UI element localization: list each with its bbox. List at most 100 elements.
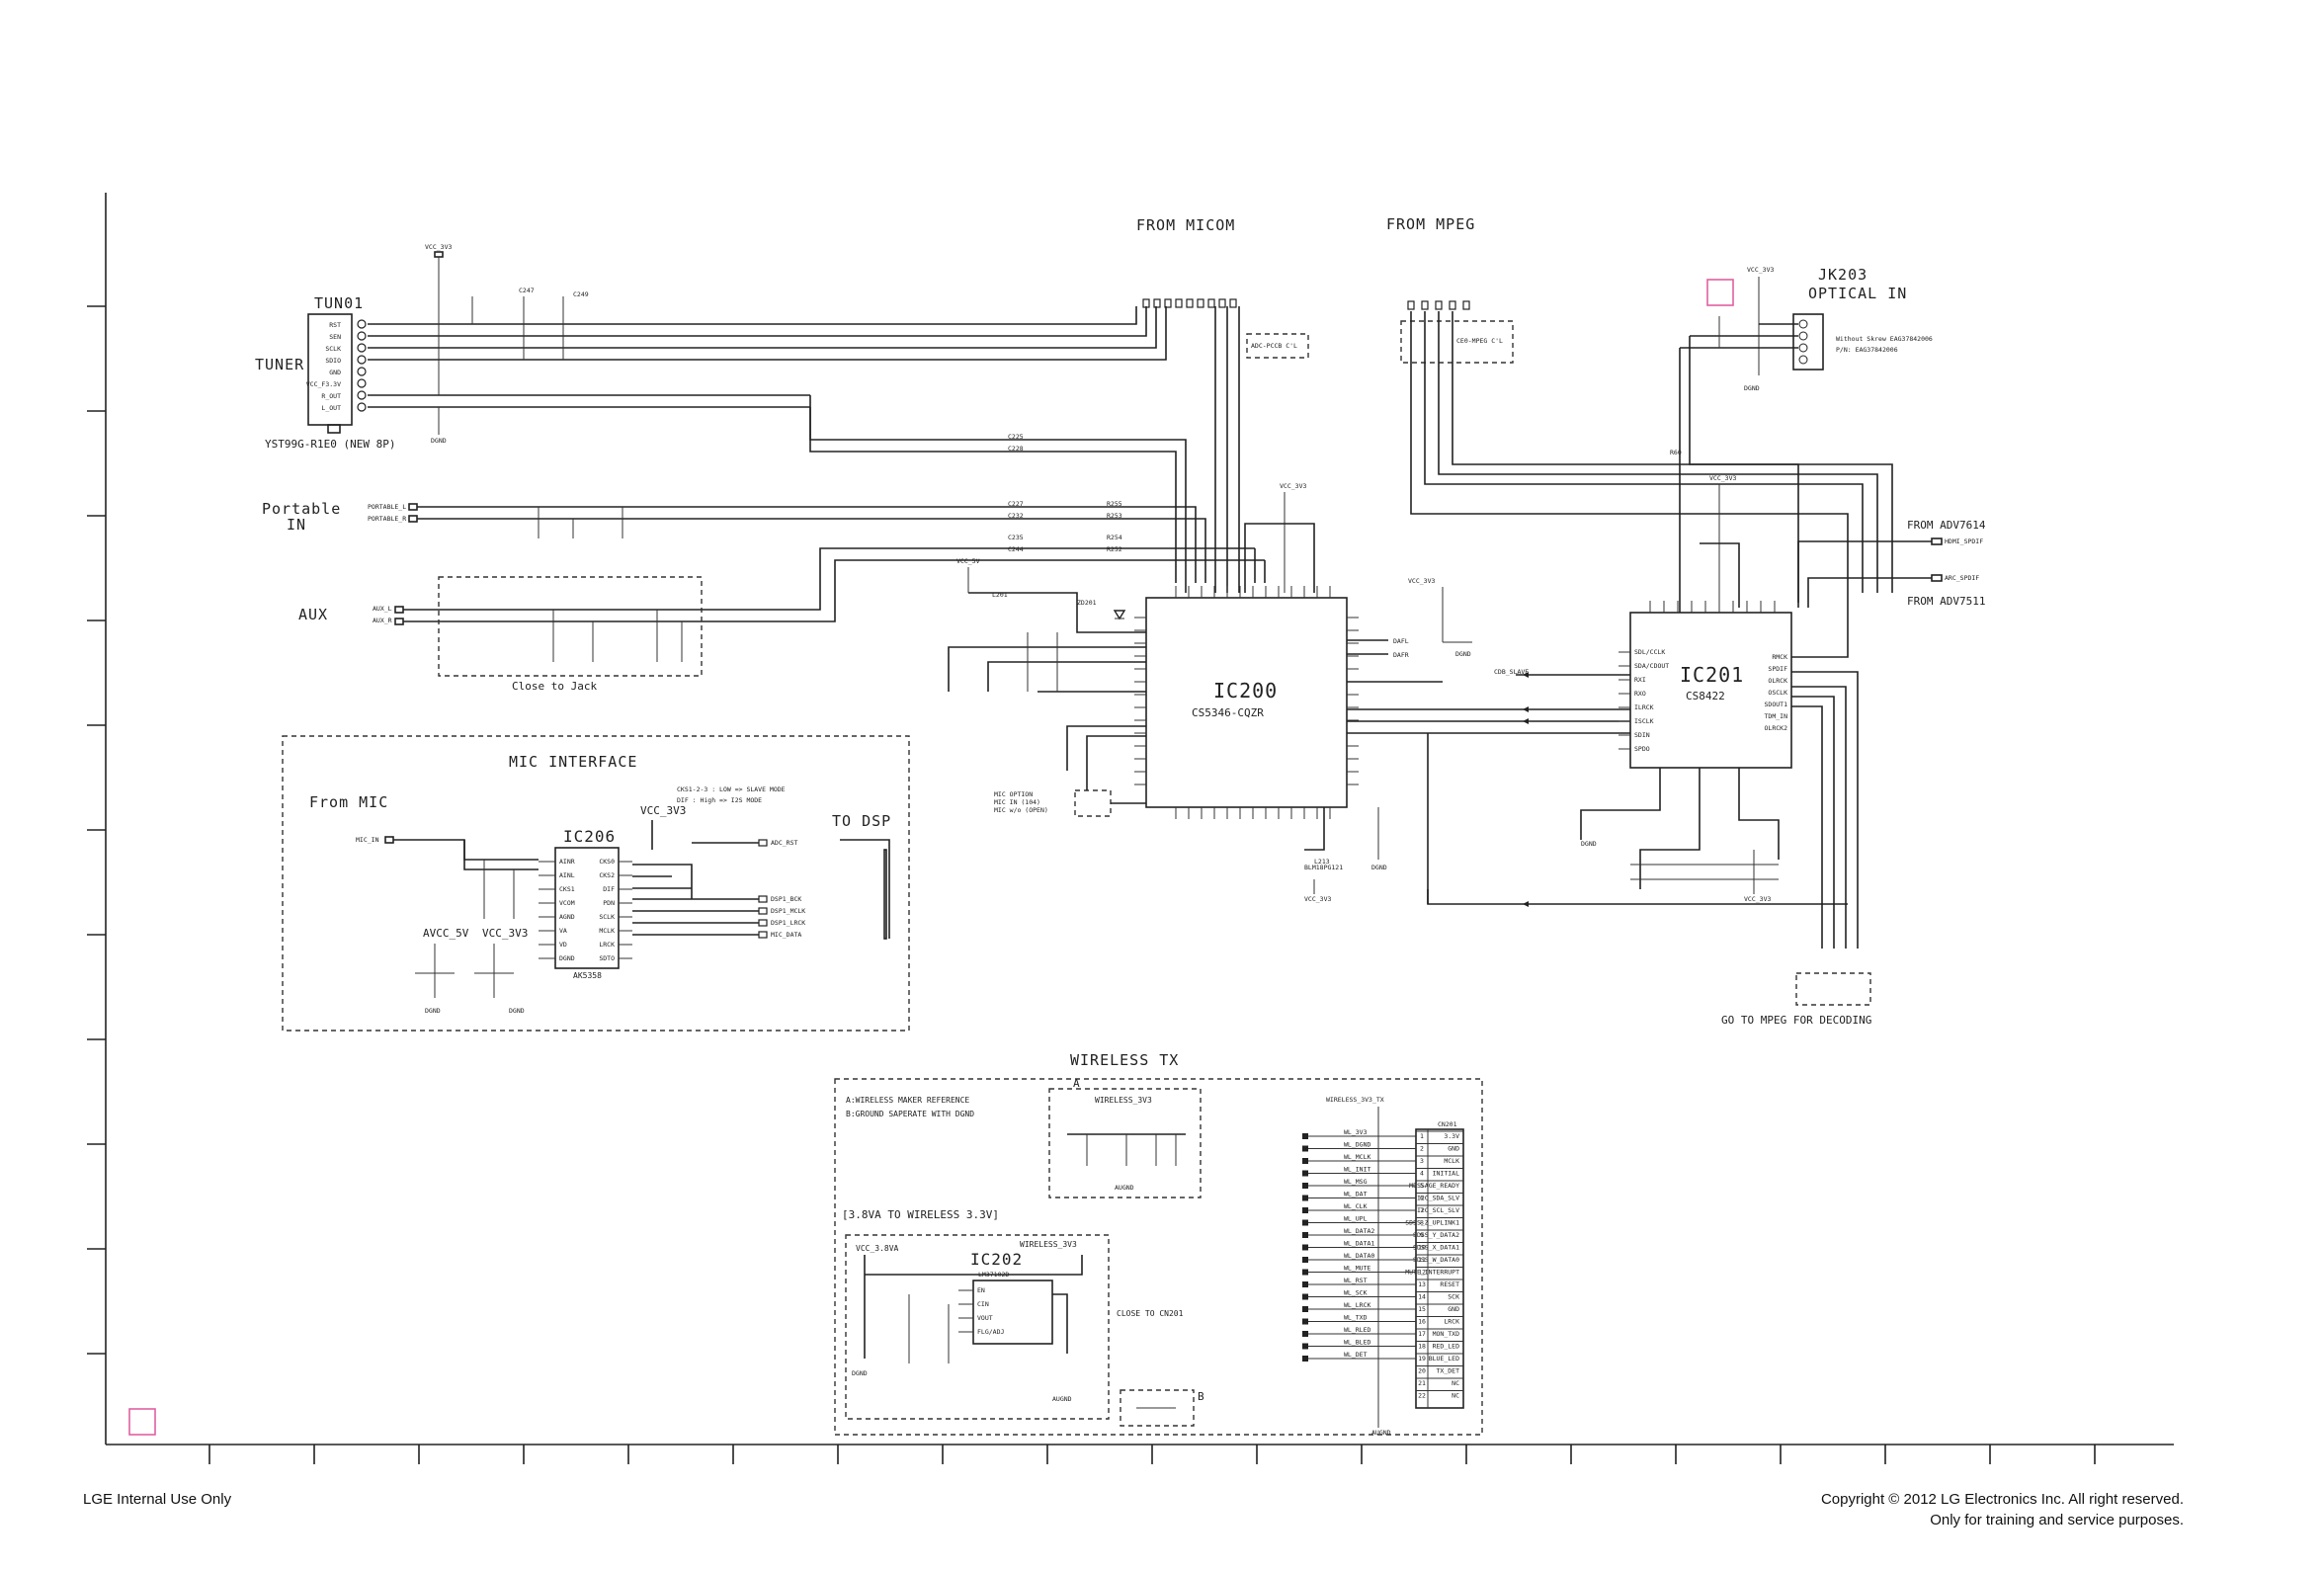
ic206-body: [554, 847, 620, 969]
ic201-pin-label: SPDIF: [1768, 665, 1787, 673]
svg-text:R252: R252: [1107, 545, 1122, 553]
wl-signal-port: [1302, 1133, 1308, 1139]
page-frame: [105, 193, 2174, 1445]
wl-signal-label: WL_DATA0: [1344, 1252, 1374, 1260]
tuner-pin-circle: [357, 390, 367, 400]
cn201-label: CN201: [1438, 1120, 1457, 1128]
wl-signal-port: [1302, 1356, 1308, 1362]
cn201-pin-name: MCLK: [1444, 1157, 1459, 1165]
optical-note-1: Without Skrew EAG37842006: [1836, 335, 1933, 343]
svg-text:R60: R60: [1670, 449, 1682, 456]
jk203-marker: [1706, 279, 1734, 306]
micom-conn-pin: [1164, 298, 1172, 308]
svg-text:VCC_3V3: VCC_3V3: [425, 243, 452, 251]
portable-label-1: Portable: [262, 500, 341, 518]
svg-text:ZD201: ZD201: [1077, 599, 1097, 607]
ic206-pin-label: DGND: [559, 954, 575, 962]
close-to-cn201-label: CLOSE TO CN201: [1117, 1309, 1184, 1318]
wireless-3v3-label-2: WIRELESS_3V3: [1020, 1240, 1077, 1249]
marker-b: B: [1198, 1390, 1204, 1403]
wl-signal-label: WL_RLED: [1344, 1326, 1370, 1334]
ic201-pin-label: OLRCK: [1768, 677, 1787, 685]
cn201-pin-number: 20: [1418, 1367, 1426, 1375]
aux-label: AUX: [298, 606, 328, 623]
micom-conn-pin: [1218, 298, 1226, 308]
ic201: IC201 CS8422 SDL/CCLKSDA/CDOUTRXIRXOILRC…: [1580, 474, 1986, 1027]
mic-output-label: DSP1_MCLK: [771, 907, 805, 915]
wl-signal-port: [1302, 1183, 1308, 1189]
tuner-pin-circle: [357, 331, 367, 341]
tuner-pin-circle: [357, 319, 367, 329]
wl-signal-label: WL_MSG: [1344, 1178, 1368, 1186]
cn201-pin-number: 4: [1420, 1170, 1424, 1178]
ic206-pin-label: CKS0: [599, 858, 615, 866]
wl-signal-port: [1302, 1170, 1308, 1177]
svg-text:DGND: DGND: [425, 1007, 441, 1015]
ic206-pin-label: AINL: [559, 871, 575, 879]
micom-wires: [1185, 306, 1240, 593]
tuner-pin-label: VCC_F3.3V: [306, 380, 341, 388]
cn201-pin-name: I2C_SDA_SLV: [1417, 1195, 1459, 1202]
svg-text:VCC_3V3: VCC_3V3: [1408, 577, 1435, 585]
wireless-tx-section: WIRELESS TX A:WIRELESS MAKER REFERENCE B…: [834, 1051, 1483, 1437]
micom-conn-pin: [1153, 298, 1161, 308]
wl-signal-label: WL_CLK: [1344, 1202, 1368, 1210]
ic201-pin-label: ILRCK: [1634, 703, 1654, 711]
svg-text:AUX_L: AUX_L: [373, 605, 392, 613]
mic-output-conn: [758, 839, 768, 847]
cn201-pin-name: TX_DET: [1437, 1367, 1460, 1375]
optical-in-label: OPTICAL IN: [1808, 285, 1907, 302]
cn201-pin-number: 16: [1418, 1318, 1426, 1326]
wl-signal-label: WL_SCK: [1344, 1289, 1368, 1297]
cn201-pin-number: 6: [1420, 1195, 1424, 1202]
ic202-pin-label: CIN: [977, 1300, 989, 1308]
ic201-pin-label: RXI: [1634, 676, 1646, 684]
cn201-pin-number: 12: [1418, 1269, 1426, 1277]
cn201-pin-name: 3.3V: [1444, 1132, 1459, 1140]
svg-text:DGND: DGND: [852, 1369, 868, 1377]
avcc-label: AVCC_5V: [423, 927, 469, 940]
cn201-pin-name: GND: [1448, 1145, 1459, 1153]
micom-conn-pin: [1186, 298, 1194, 308]
mic-output-conn: [758, 895, 768, 903]
wl-signal-port: [1302, 1207, 1308, 1213]
wl-signal-label: WL_LRCK: [1344, 1301, 1370, 1309]
conv-title: [3.8VA TO WIRELESS 3.3V]: [842, 1208, 999, 1221]
ic202-body: [972, 1280, 1053, 1345]
from-adv7614-label: FROM ADV7614: [1907, 519, 1986, 532]
tuner-pin-label: GND: [329, 369, 341, 376]
svg-text:R253: R253: [1107, 512, 1122, 520]
wl-signal-label: WL_RST: [1344, 1277, 1368, 1284]
wl-signal-label: WL_MUTE: [1344, 1265, 1370, 1273]
wl-signal-port: [1302, 1343, 1308, 1350]
cn201-pin-name: SDSS_Z_UPLINK1: [1405, 1219, 1459, 1227]
cn201-pin-name: NC: [1452, 1379, 1459, 1387]
from-mic-label: From MIC: [309, 793, 388, 811]
wl-signal-port: [1302, 1219, 1308, 1226]
wireless-box: [834, 1078, 1483, 1436]
mic-output-label: ADC_RST: [771, 839, 797, 847]
cn201-pin-number: 18: [1418, 1343, 1426, 1351]
go-to-mpeg-label: GO TO MPEG FOR DECODING: [1721, 1014, 1871, 1027]
ic206-pin-label: SDTO: [599, 954, 615, 962]
marker-a: A: [1073, 1077, 1080, 1090]
svg-text:DGND: DGND: [1455, 650, 1471, 658]
svg-text:WIRELESS_3V3_TX: WIRELESS_3V3_TX: [1326, 1096, 1384, 1104]
cn201-pin-name: RESET: [1440, 1280, 1459, 1288]
tuner-part: YST99G-R1E0 (NEW 8P): [265, 438, 395, 451]
mic-option-label-1: MIC OPTION: [994, 790, 1033, 798]
jk203-label: JK203: [1818, 266, 1868, 284]
cn201-pin-name: SCK: [1448, 1293, 1459, 1301]
tuner-label: TUNER: [255, 356, 304, 373]
ic201-pin-label: TDM_IN: [1765, 712, 1788, 720]
ic201-pin-label: SDL/CCLK: [1634, 648, 1665, 656]
ic200-part: CS5346-CQZR: [1192, 706, 1264, 719]
mic-output-conn: [758, 931, 768, 939]
cn201-pin-name: MESSAGE_READY: [1409, 1182, 1459, 1190]
svg-text:C225: C225: [1008, 433, 1024, 441]
ic206-pin-label: PDN: [603, 899, 615, 907]
wireless-tx-label: WIRELESS TX: [1070, 1051, 1179, 1069]
svg-text:VCC_5V: VCC_5V: [956, 557, 980, 565]
svg-text:DGND: DGND: [431, 437, 447, 445]
